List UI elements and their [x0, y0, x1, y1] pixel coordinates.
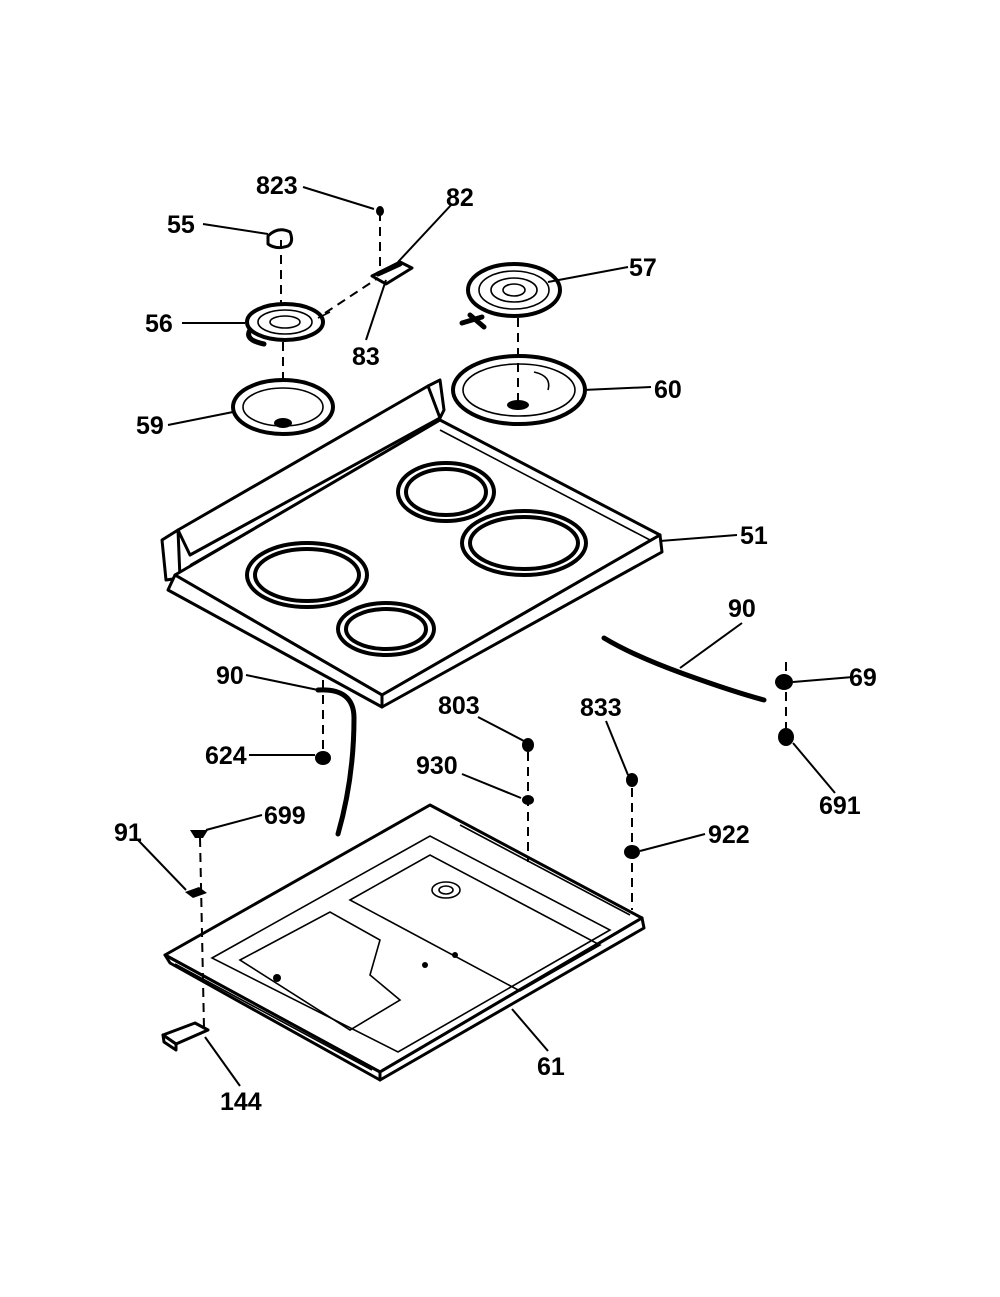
- bottom-tray-61: [163, 803, 646, 1082]
- label-59: 59: [136, 412, 164, 440]
- bracket-144: [161, 1021, 210, 1052]
- knob-55: [266, 228, 294, 250]
- label-922: 922: [708, 821, 750, 849]
- label-624: 624: [205, 742, 247, 770]
- label-699: 699: [264, 802, 306, 830]
- drip-pan-59: [231, 378, 335, 436]
- label-69: 69: [849, 664, 877, 692]
- part-labels: 823 82 55 57 56 83 60 59 51 90 90 69 803…: [114, 172, 877, 1116]
- label-930: 930: [416, 752, 458, 780]
- label-83: 83: [352, 343, 380, 371]
- wire-90-left: [315, 687, 357, 837]
- label-803: 803: [438, 692, 480, 720]
- wire-90-right: [601, 635, 767, 703]
- surface-element-56: [245, 302, 331, 347]
- label-833: 833: [580, 694, 622, 722]
- label-823: 823: [256, 172, 298, 200]
- label-691: 691: [819, 792, 861, 820]
- label-51: 51: [740, 522, 768, 550]
- label-90-left: 90: [216, 662, 244, 690]
- label-57: 57: [629, 254, 657, 282]
- label-91: 91: [114, 819, 142, 847]
- label-144: 144: [220, 1088, 262, 1116]
- hardware: [185, 674, 794, 898]
- label-61: 61: [537, 1053, 565, 1081]
- label-60: 60: [654, 376, 682, 404]
- assembly-axes: [199, 212, 787, 1029]
- label-56: 56: [145, 310, 173, 338]
- label-55: 55: [167, 211, 195, 239]
- cooktop-51: [160, 378, 664, 709]
- label-90-right: 90: [728, 595, 756, 623]
- label-82: 82: [446, 184, 474, 212]
- screw-823: [376, 206, 384, 216]
- terminal-block-82: [370, 260, 414, 286]
- surface-element-57: [459, 262, 562, 330]
- leader-lines: [137, 186, 854, 1087]
